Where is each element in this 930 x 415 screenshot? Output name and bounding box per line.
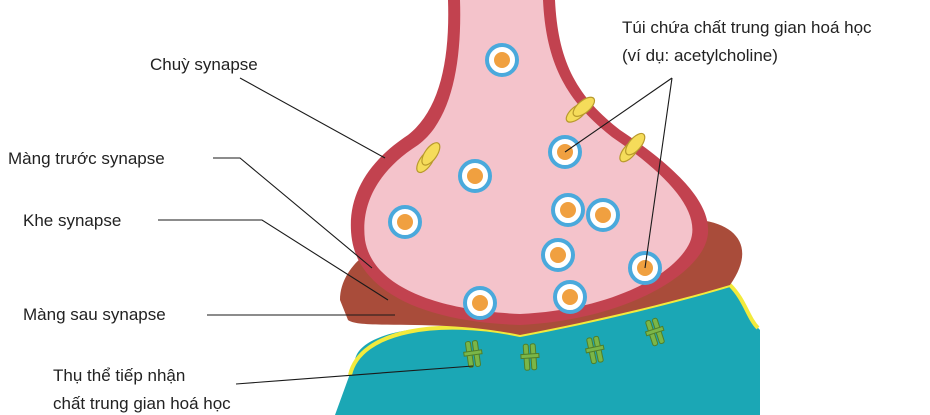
label-postsynaptic-membrane: Màng sau synapse — [23, 305, 166, 324]
label-receptor-line2: chất trung gian hoá học — [53, 394, 231, 413]
vesicle — [465, 288, 495, 318]
vesicle — [588, 200, 618, 230]
label-presynaptic-membrane: Màng trước synapse — [8, 149, 165, 168]
vesicle — [390, 207, 420, 237]
label-presynaptic-knob: Chuỳ synapse — [150, 55, 258, 74]
vesicle — [487, 45, 517, 75]
label-synaptic-cleft: Khe synapse — [23, 211, 121, 230]
vesicle — [553, 195, 583, 225]
vesicle — [555, 282, 585, 312]
leader-presynaptic-knob — [240, 78, 385, 158]
label-vesicle-line2: (ví dụ: acetylcholine) — [622, 46, 778, 65]
vesicle — [543, 240, 573, 270]
label-vesicle-line1: Túi chứa chất trung gian hoá học — [622, 18, 872, 37]
label-receptor-line1: Thụ thể tiếp nhận — [53, 366, 185, 385]
vesicle — [460, 161, 490, 191]
leader-presynaptic-membrane — [213, 158, 372, 268]
